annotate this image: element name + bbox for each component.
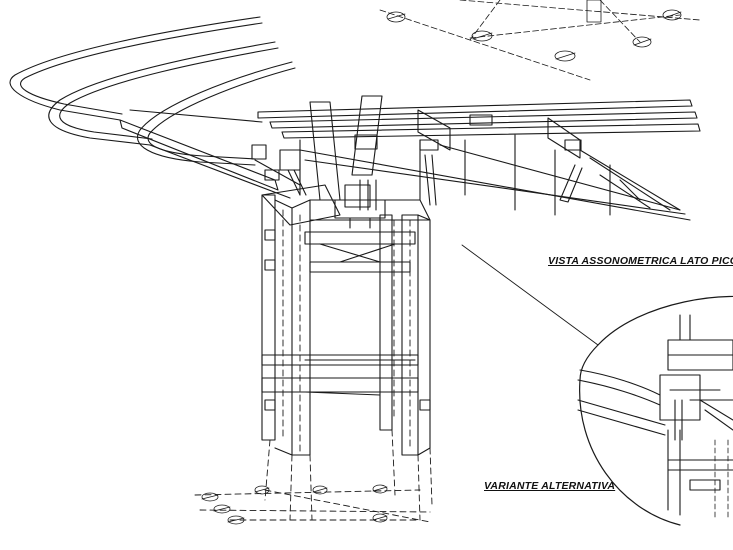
main-view-title: VISTA ASSONOMETRICA LATO PICCHA xyxy=(548,255,733,267)
variant-detail xyxy=(577,295,733,526)
truss-assembly xyxy=(251,95,701,221)
grid-reference-markers xyxy=(379,0,701,81)
foundation-projection xyxy=(194,429,433,523)
detail-leader-line xyxy=(461,244,599,346)
grid-marker-1 xyxy=(386,11,406,23)
foundation-markers xyxy=(201,484,388,525)
grid-marker-3 xyxy=(554,50,576,62)
variant-title: VARIANTE ALTERNATIVA xyxy=(484,480,616,492)
grid-marker-4 xyxy=(632,36,652,48)
curved-rails xyxy=(9,16,301,199)
support-tower xyxy=(261,184,431,456)
grid-marker-5 xyxy=(662,9,682,21)
grid-marker-2 xyxy=(471,30,493,42)
